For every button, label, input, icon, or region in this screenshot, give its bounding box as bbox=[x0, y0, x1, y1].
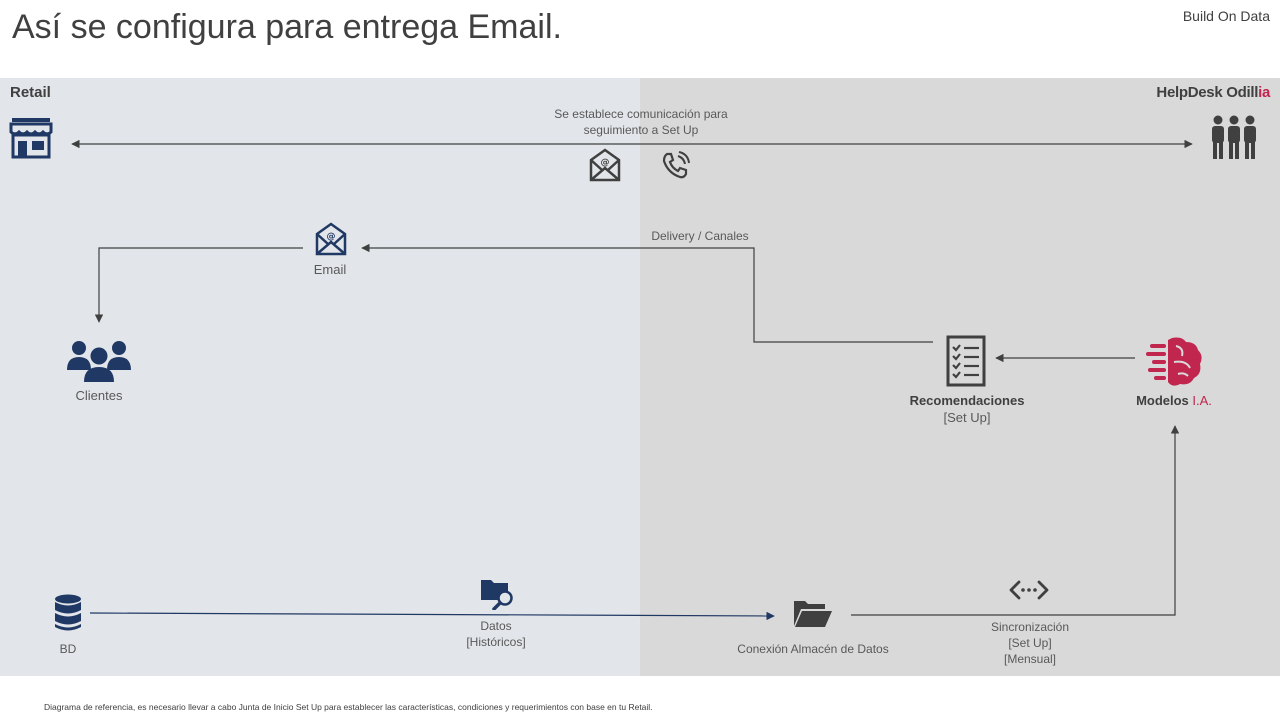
email-to-clientes-arrow bbox=[94, 247, 303, 323]
recomendaciones-label: Recomendaciones bbox=[909, 393, 1025, 408]
helpdesk-label-accent: ia bbox=[1258, 84, 1270, 101]
page-title: Así se configura para entrega Email. bbox=[12, 8, 562, 46]
delivery-arrow bbox=[361, 243, 933, 343]
datos-label-sub: [Históricos] bbox=[466, 635, 526, 649]
bd-to-conexion-arrow bbox=[89, 611, 775, 621]
database-icon bbox=[55, 594, 81, 631]
bd-label: BD bbox=[59, 642, 77, 656]
checklist-icon bbox=[946, 335, 986, 387]
modelos-label-accent: I.A. bbox=[1192, 393, 1212, 408]
sync-label-main: Sincronización bbox=[990, 620, 1070, 634]
email-envelope-icon: @ bbox=[589, 148, 621, 182]
sync-label-sub1: [Set Up] bbox=[1008, 636, 1052, 650]
sync-code-icon bbox=[1009, 580, 1049, 600]
brand-label: Build On Data bbox=[1182, 8, 1270, 24]
svg-text:@: @ bbox=[601, 158, 610, 168]
modelos-label: Modelos I.A. bbox=[1114, 393, 1234, 409]
delivery-label: Delivery / Canales bbox=[651, 229, 749, 243]
helpdesk-label-main: HelpDesk Odill bbox=[1156, 84, 1259, 101]
communication-label-line1: Se establece comunicación para bbox=[554, 107, 728, 121]
clientes-label: Clientes bbox=[75, 388, 123, 403]
phone-icon bbox=[662, 151, 690, 179]
datos-label-main: Datos bbox=[480, 619, 512, 633]
conexion-label: Conexión Almacén de Datos bbox=[737, 642, 889, 656]
team-icon bbox=[1212, 115, 1256, 159]
recomendaciones-sub-label: [Set Up] bbox=[943, 410, 991, 425]
email-label: Email bbox=[313, 262, 347, 277]
conexion-to-modelos-arrow bbox=[851, 425, 1180, 616]
datos-label: Datos [Históricos] bbox=[446, 618, 546, 650]
ai-brain-icon bbox=[1146, 337, 1202, 386]
clients-icon bbox=[67, 341, 131, 382]
email-icon: @ bbox=[315, 222, 347, 256]
svg-text:@: @ bbox=[327, 232, 336, 242]
sync-label: Sincronización [Set Up] [Mensual] bbox=[970, 619, 1090, 667]
modelos-label-main: Modelos bbox=[1136, 393, 1193, 408]
sync-label-sub2: [Mensual] bbox=[1003, 652, 1057, 666]
folder-search-icon bbox=[481, 580, 513, 610]
communication-label: Se establece comunicación para seguimien… bbox=[541, 106, 741, 138]
store-icon bbox=[9, 118, 53, 159]
communication-label-line2: seguimiento a Set Up bbox=[583, 123, 699, 137]
footer-note: Diagrama de referencia, es necesario lle… bbox=[44, 702, 653, 712]
retail-label: Retail bbox=[10, 84, 51, 101]
helpdesk-label: HelpDesk Odillia bbox=[1156, 84, 1270, 101]
folder-open-icon bbox=[794, 601, 832, 627]
